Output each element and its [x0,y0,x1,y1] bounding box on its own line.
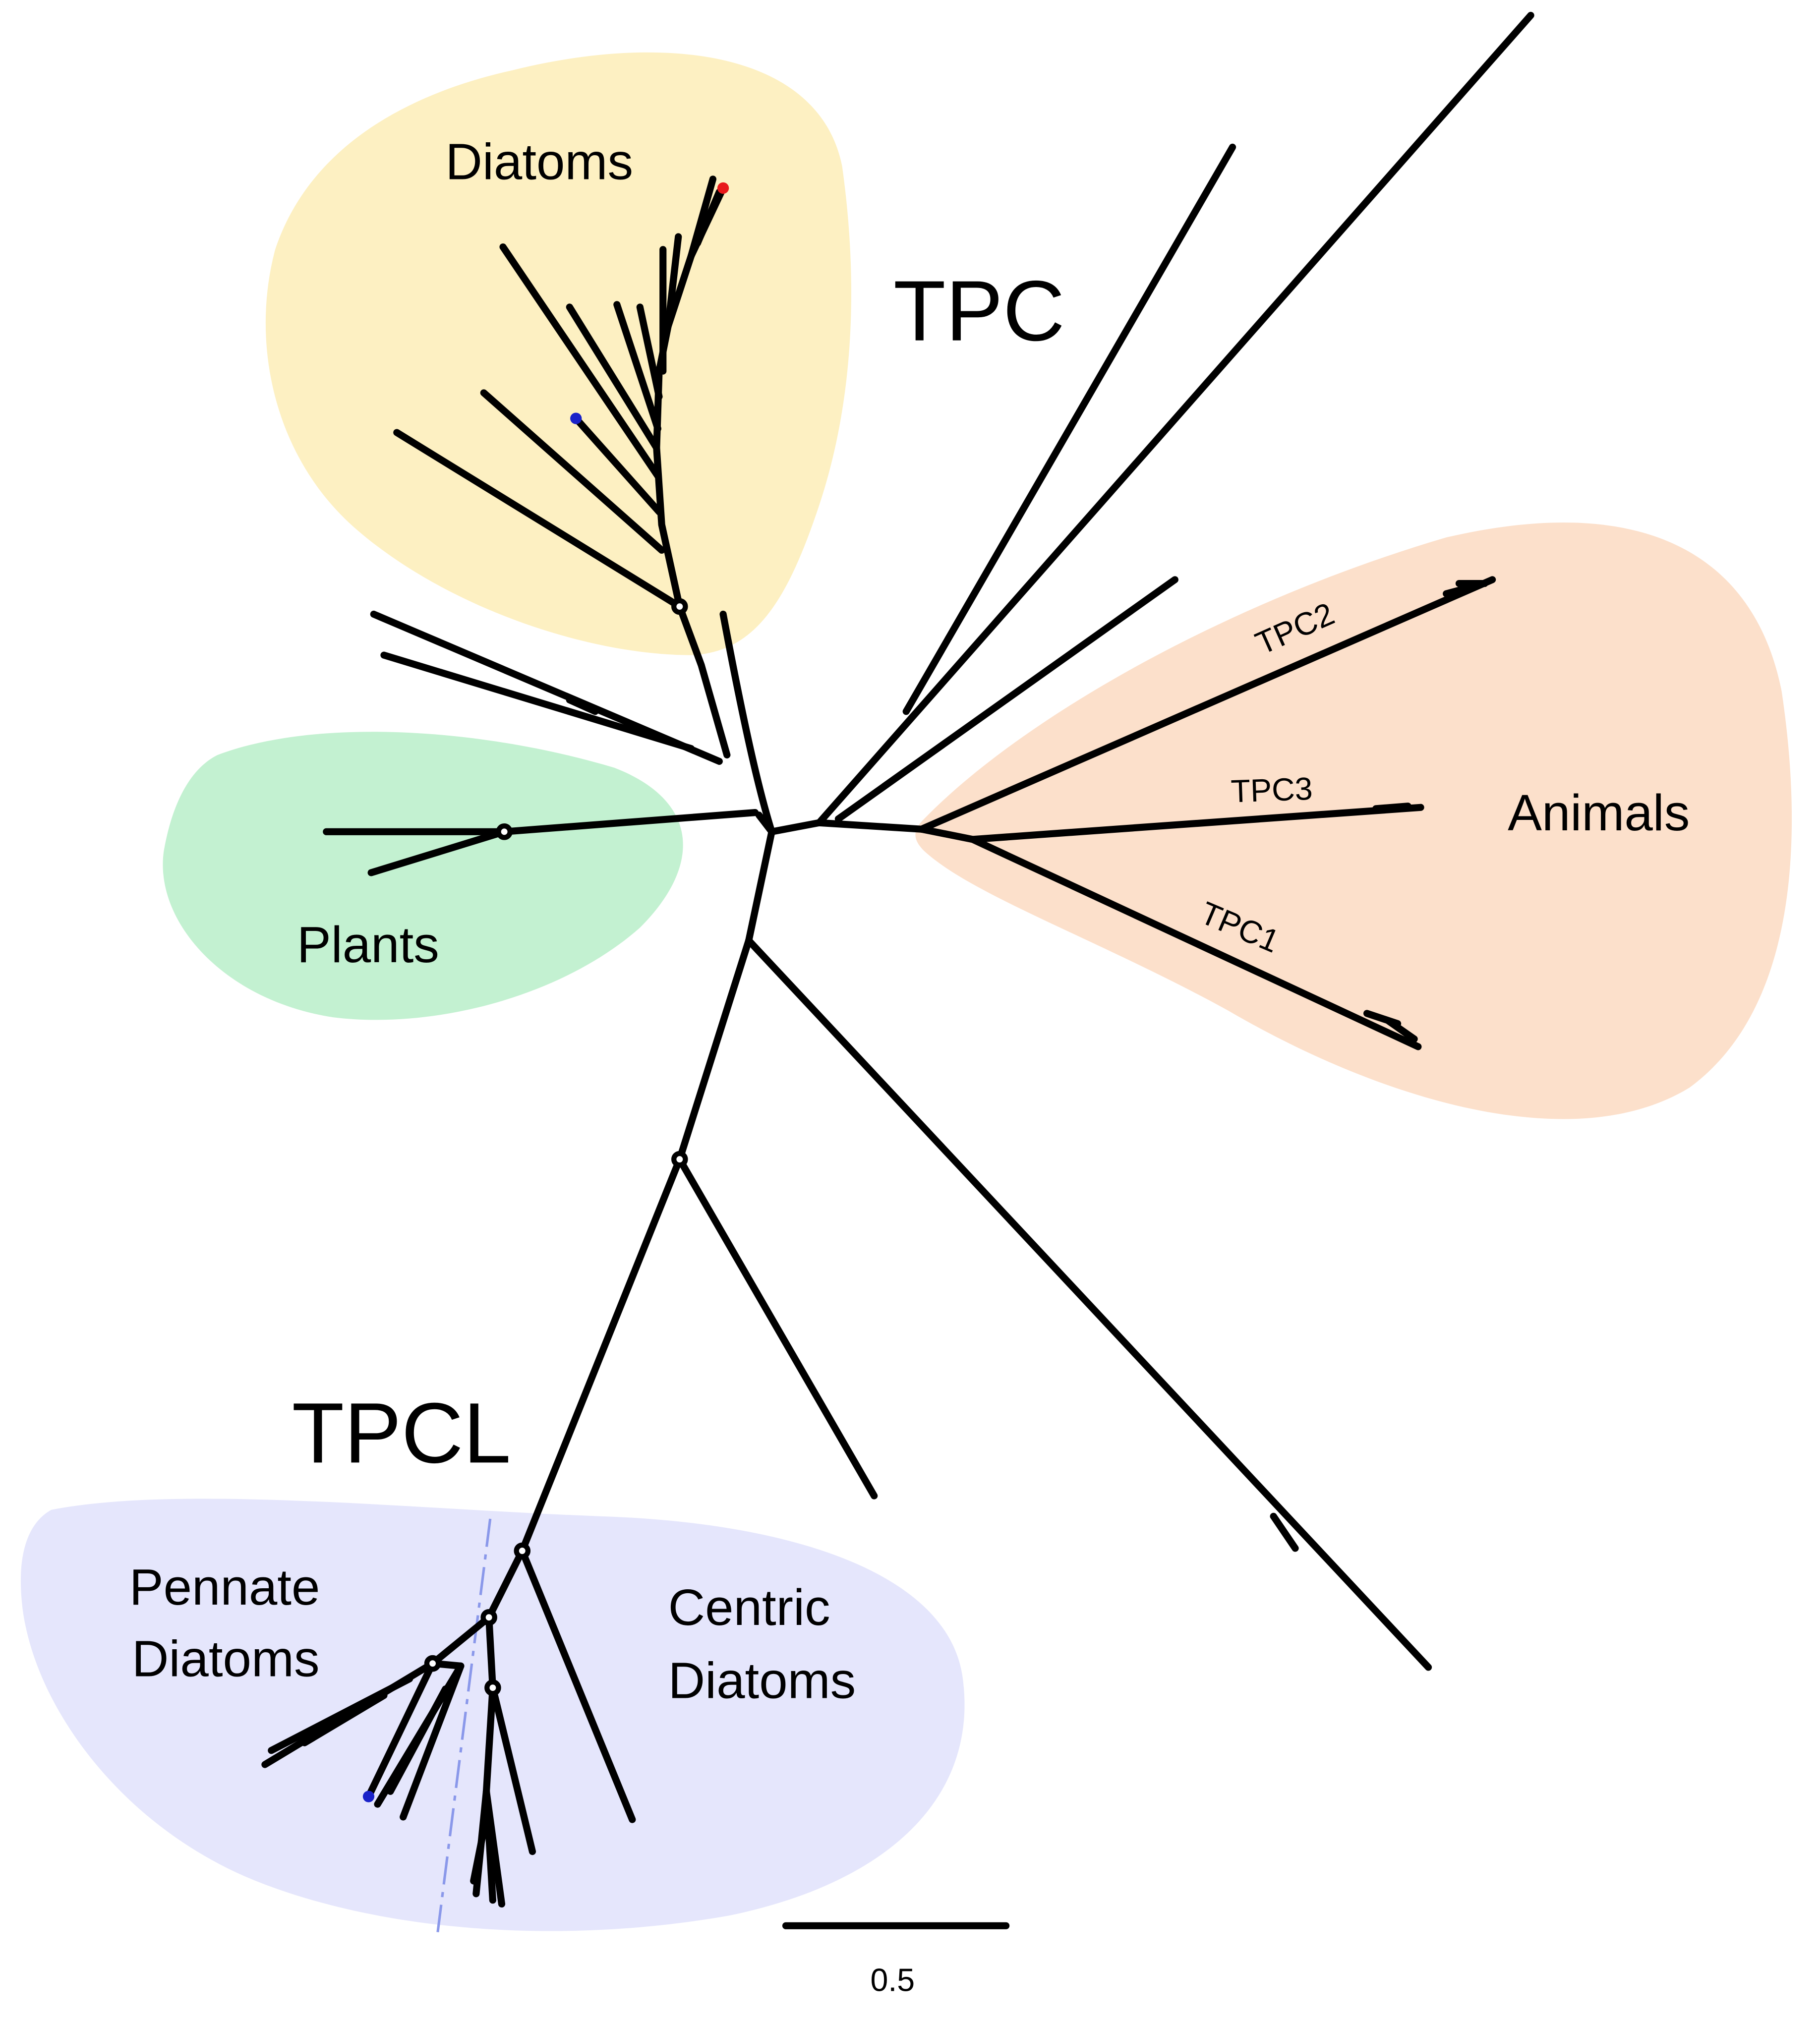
blue-marker [362,1791,375,1802]
node-marker [496,823,513,840]
tpc3-label: TPC3 [1230,771,1313,809]
red-marker [717,182,729,194]
pennate-centric-divider [436,1518,492,1933]
tree-branches [261,11,1534,1929]
tpc-label: TPC [893,263,1065,359]
animals-label: Animals [1508,784,1690,841]
node-marker [514,1542,531,1560]
diatoms-label: Diatoms [445,133,633,190]
node-marker [671,1151,688,1168]
animals-clade-region [915,522,1792,1119]
plants-clade-region [163,732,683,1020]
centric-label-line1: Centric [668,1579,830,1636]
node-marker [671,598,688,615]
pennate-label-line1: Pennate [129,1559,320,1616]
scale-bar-label: 0.5 [870,1962,915,1998]
node-marker [480,1609,497,1626]
node-marker [484,1679,501,1696]
centric-label-line2: Diatoms [668,1652,856,1709]
tpcl-label: TPCL [292,1385,511,1481]
pennate-label-line2: Diatoms [132,1630,320,1687]
blue-marker [570,412,582,424]
plants-label: Plants [297,916,439,973]
node-marker [424,1655,441,1672]
